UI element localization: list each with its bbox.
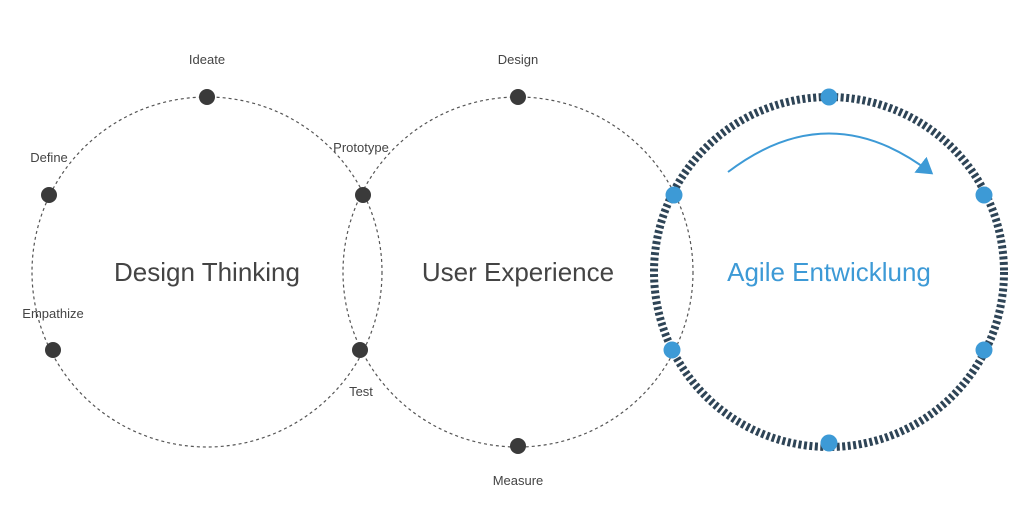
agile-node-lower-left	[663, 341, 681, 359]
agile-title: Agile Entwicklung	[727, 257, 931, 287]
define-label: Define	[30, 150, 68, 165]
design-label: Design	[498, 52, 538, 67]
design-thinking-cycle: Design Thinking Ideate Define Empathize	[22, 52, 383, 448]
ideate-node	[199, 89, 215, 105]
agile-node-bottom	[820, 434, 838, 452]
empathize-label: Empathize	[22, 306, 83, 321]
ideate-label: Ideate	[189, 52, 225, 67]
prototype-label: Prototype	[333, 140, 389, 155]
measure-node	[510, 438, 526, 454]
test-node	[352, 342, 368, 358]
measure-label: Measure	[493, 473, 544, 488]
user-experience-title: User Experience	[422, 257, 614, 287]
agile-node-top	[820, 88, 838, 106]
prototype-node	[355, 187, 371, 203]
agile-cycle: Agile Entwicklung	[650, 88, 1008, 452]
agile-node-upper-left	[665, 186, 683, 204]
design-thinking-title: Design Thinking	[114, 257, 300, 287]
clockwise-arrow-icon	[727, 132, 934, 175]
user-experience-cycle: User Experience Design Prototype Test Me…	[333, 52, 694, 488]
test-label: Test	[349, 384, 373, 399]
define-node	[41, 187, 57, 203]
empathize-node	[45, 342, 61, 358]
agile-node-lower-right	[975, 341, 993, 359]
agile-node-upper-right	[975, 186, 993, 204]
design-node	[510, 89, 526, 105]
agile-ring	[650, 93, 1008, 451]
